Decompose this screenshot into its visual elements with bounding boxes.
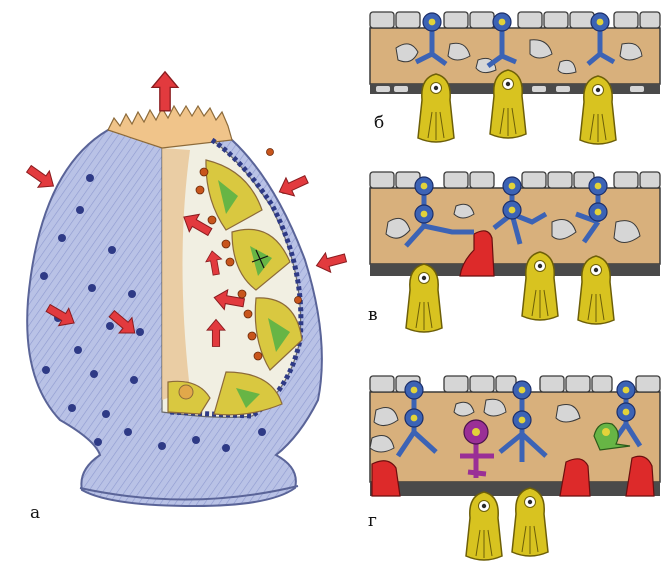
red-arrow-icon bbox=[23, 161, 59, 195]
yellow-cell bbox=[490, 70, 526, 138]
yellow-cell bbox=[578, 256, 614, 324]
top-epithelium bbox=[370, 12, 660, 28]
red-arrow-icon bbox=[275, 170, 311, 201]
yellow-cell bbox=[418, 74, 454, 142]
panel-label-a: а bbox=[30, 503, 40, 523]
panel-b-diagram bbox=[370, 12, 660, 144]
yellow-cell bbox=[512, 488, 548, 556]
basement-band bbox=[370, 482, 660, 496]
panel-g-diagram bbox=[370, 376, 660, 560]
panel-label-g: г bbox=[368, 511, 377, 531]
yellow-cell bbox=[580, 76, 616, 144]
yellow-cell bbox=[522, 252, 558, 320]
yellow-cell bbox=[406, 264, 442, 332]
panel-a-organ-diagram bbox=[23, 72, 348, 506]
panel-v-diagram bbox=[370, 172, 660, 332]
panel-label-v: в bbox=[368, 305, 378, 325]
yellow-cell bbox=[466, 492, 502, 560]
red-arrow-icon bbox=[314, 248, 348, 275]
red-arrow-icon bbox=[152, 72, 178, 111]
panel-label-b: б bbox=[374, 113, 384, 133]
